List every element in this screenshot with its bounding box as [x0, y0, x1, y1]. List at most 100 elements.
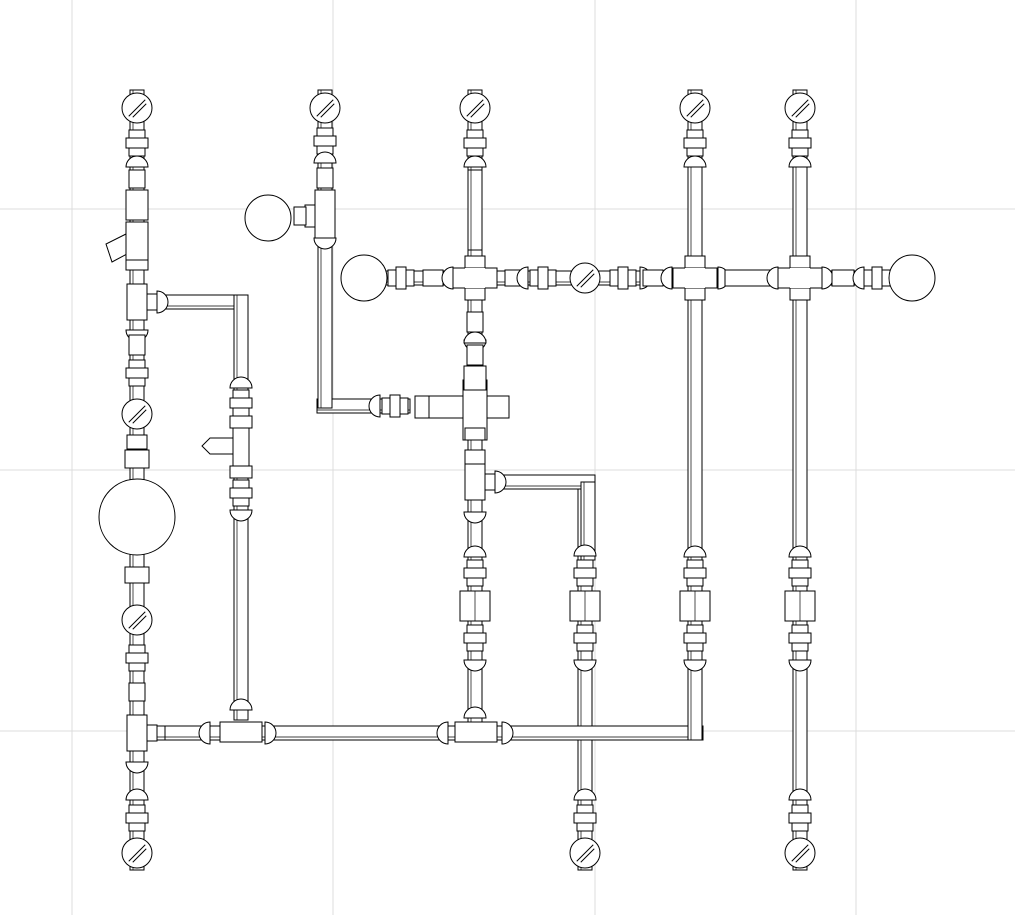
valve-hatch [128, 844, 146, 862]
bell-end [229, 698, 253, 711]
bell-end [463, 511, 487, 524]
coupling [863, 269, 873, 287]
bell-end [463, 545, 487, 558]
coupling [229, 397, 253, 409]
bell-end [441, 266, 454, 290]
coupling [686, 559, 704, 569]
coupling [399, 397, 409, 415]
valve-hatch [795, 103, 810, 118]
coupling [576, 804, 594, 814]
valve-hatch [128, 405, 146, 423]
coupling [686, 642, 704, 652]
valve-hatch [580, 273, 595, 288]
bell-end [264, 721, 277, 745]
coupling [831, 269, 855, 287]
coupling [229, 415, 253, 429]
coupling [464, 449, 486, 465]
coupling [232, 479, 250, 489]
bell-end [313, 237, 337, 250]
coupling [128, 804, 146, 814]
valve-hatch [132, 848, 147, 863]
bell-end [463, 659, 487, 672]
pipe-segment [724, 269, 771, 287]
coupling [609, 269, 619, 287]
coupling [529, 269, 539, 287]
coupling [627, 269, 637, 287]
coupling [316, 127, 334, 137]
coupling [576, 822, 594, 832]
coupling [686, 577, 704, 587]
tee-fitting [314, 189, 336, 239]
bell-end [229, 509, 253, 522]
coupling [125, 652, 149, 664]
coupling [232, 497, 250, 507]
coupling [791, 642, 809, 652]
coupling [788, 137, 812, 149]
coupling [573, 812, 597, 824]
valve-hatch [132, 103, 147, 118]
coupling [871, 266, 883, 290]
bell-end [494, 470, 507, 494]
coupling [573, 567, 597, 579]
coupling [124, 449, 150, 469]
coupling [788, 632, 812, 644]
bell-end [313, 151, 337, 164]
tee-fitting [125, 189, 149, 221]
coupling [232, 389, 250, 399]
bell-end [125, 761, 149, 774]
coupling [125, 259, 149, 271]
coupling [395, 266, 407, 290]
coupling [293, 206, 307, 226]
coupling [466, 559, 484, 569]
coupling [128, 682, 146, 702]
coupling [463, 365, 487, 391]
tee-fitting [219, 721, 263, 743]
coupling [422, 269, 444, 287]
coupling [537, 266, 549, 290]
coupling [128, 377, 146, 387]
coupling [316, 167, 334, 189]
coupling [576, 624, 594, 634]
tee-fitting [146, 293, 158, 311]
bell-end [156, 290, 169, 314]
coupling [573, 632, 597, 644]
bell-end [788, 155, 812, 168]
coupling [791, 129, 809, 139]
coupling [791, 822, 809, 832]
bell-end [125, 788, 149, 801]
valve-hatch [128, 611, 146, 629]
cross-core [685, 268, 705, 288]
sample-port [201, 437, 234, 455]
bell-end [463, 331, 487, 344]
bell-end [683, 659, 707, 672]
coupling [791, 624, 809, 634]
pipe-segment [494, 474, 596, 490]
drain-spout [105, 233, 128, 263]
pipe-segment [269, 725, 443, 741]
coupling [686, 129, 704, 139]
valve-hatch [791, 99, 809, 117]
bell-end [516, 266, 529, 290]
valve-hatch [686, 99, 704, 117]
valve-hatch [576, 844, 594, 862]
coupling [791, 559, 809, 569]
coupling [128, 334, 146, 356]
coupling [463, 137, 487, 149]
coupling [125, 367, 149, 379]
coupling [463, 567, 487, 579]
coupling [313, 135, 337, 147]
bell-end [766, 266, 779, 290]
coupling [683, 567, 707, 579]
coupling [232, 407, 250, 417]
pipe-segment [317, 239, 333, 409]
coupling [381, 397, 391, 415]
pipe-segment [467, 169, 483, 251]
coupling [642, 269, 664, 287]
fitting [232, 427, 250, 467]
valve-hatch [576, 269, 594, 287]
valve-hatch [316, 99, 334, 117]
valve-hatch [470, 103, 485, 118]
coupling [791, 577, 809, 587]
tank-icon [340, 254, 388, 302]
